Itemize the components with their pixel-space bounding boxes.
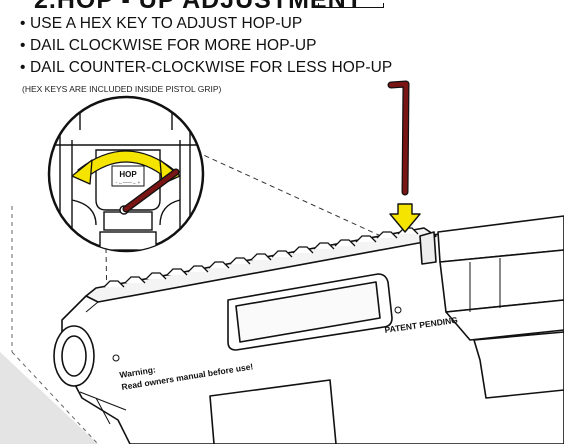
- bullet-icon: •: [20, 15, 26, 32]
- callout-line: [187, 147, 441, 264]
- dial-plate: [111, 165, 145, 187]
- instruction-list: •USE A HEX KEY TO ADJUST HOP-UP •DAIL CL…: [20, 13, 392, 79]
- hex-key-note: (HEX KEYS ARE INCLUDED INSIDE PISTOL GRI…: [22, 84, 222, 94]
- instruction-text: USE A HEX KEY TO ADJUST HOP-UP: [30, 15, 303, 32]
- receiver-outline: [53, 215, 564, 444]
- bullet-icon: •: [20, 37, 26, 54]
- section-heading: 2.HOP - UP ADJUSTMENT: [34, 0, 363, 14]
- inset-hex-key-icon: [123, 169, 179, 212]
- instruction-item: •DAIL CLOCKWISE FOR MORE HOP-UP: [20, 35, 392, 57]
- magnified-inset: HOP - ←——→ +: [47, 95, 205, 253]
- dial-sublabel: - ←——→ +: [116, 180, 141, 185]
- background-wedge: [0, 352, 98, 444]
- dial-label: HOP: [119, 170, 137, 179]
- receiver-details: [79, 258, 501, 425]
- hex-key-icon: [388, 81, 409, 195]
- instruction-text: DAIL CLOCKWISE FOR MORE HOP-UP: [30, 37, 317, 54]
- bullet-icon: •: [20, 59, 26, 76]
- down-arrow-icon: [389, 203, 421, 233]
- instruction-item: •USE A HEX KEY TO ADJUST HOP-UP: [20, 13, 392, 35]
- callout-line: [11, 351, 99, 444]
- instruction-text: DAIL COUNTER-CLOCKWISE FOR LESS HOP-UP: [30, 59, 393, 76]
- rail-teeth: [103, 227, 419, 288]
- instruction-item: •DAIL COUNTER-CLOCKWISE FOR LESS HOP-UP: [20, 57, 392, 79]
- callout-line: [105, 247, 109, 367]
- heading-underline: [318, 3, 384, 8]
- counterclockwise-arrow-icon: [71, 159, 93, 185]
